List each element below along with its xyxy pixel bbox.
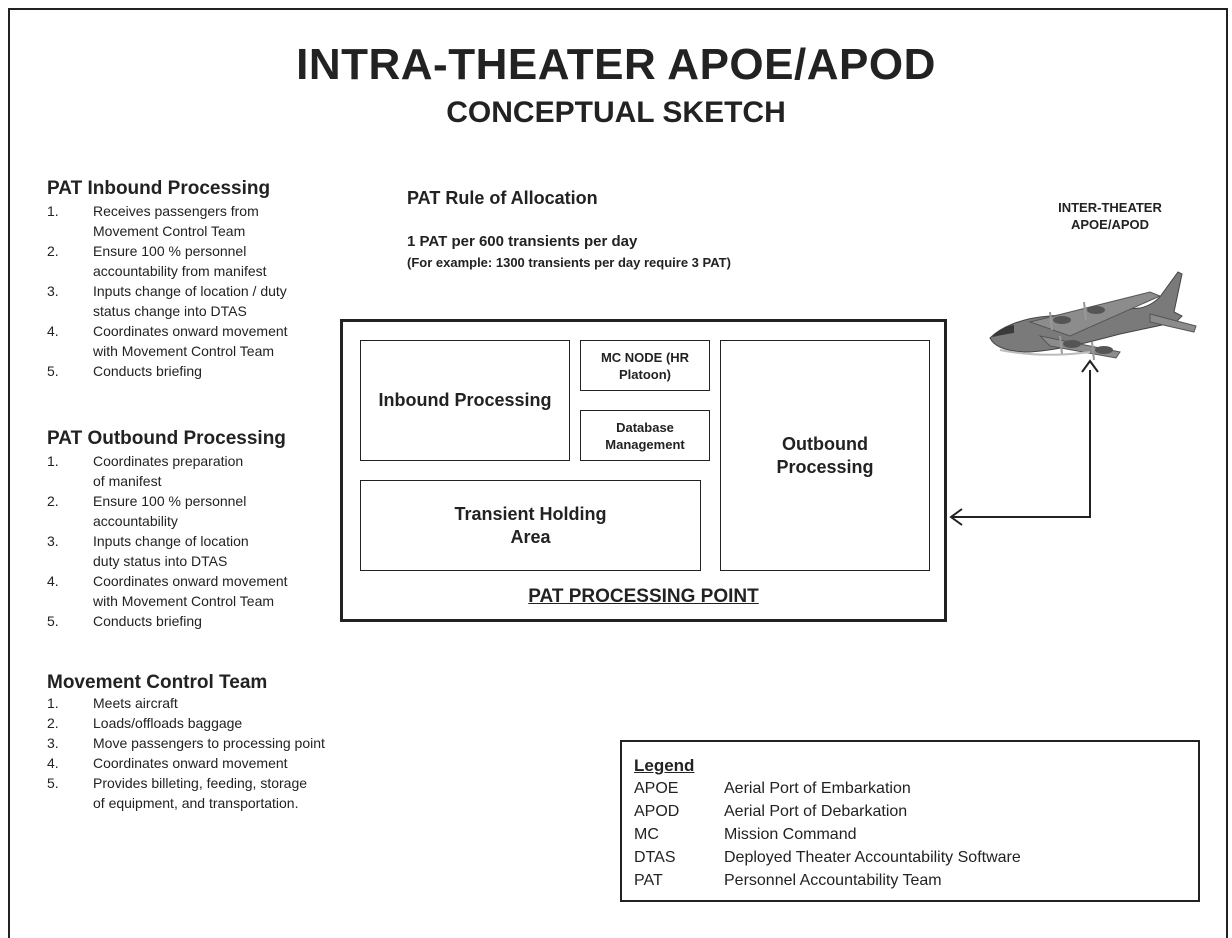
list-item: 4.Coordinates onward movement: [47, 755, 288, 771]
arrow-up-icon: [1081, 359, 1099, 373]
list-item: 3.Move passengers to processing point: [47, 735, 325, 751]
rule-line-2: (For example: 1300 transients per day re…: [407, 255, 731, 270]
outbound-heading: PAT Outbound Processing: [47, 428, 286, 449]
arrow-left-icon: [949, 508, 963, 526]
page-title: INTRA-THEATER APOE/APOD: [296, 40, 936, 89]
connector-line: [952, 370, 1091, 518]
cargo-aircraft-icon: [989, 271, 1197, 361]
page-frame: [8, 8, 1228, 938]
legend-heading: Legend: [634, 756, 695, 775]
mct-heading: Movement Control Team: [47, 672, 268, 693]
outbound-processing-box: Outbound Processing: [720, 340, 930, 571]
page-subtitle: CONCEPTUAL SKETCH: [446, 96, 786, 129]
pat-processing-point-box: [340, 319, 947, 622]
pat-processing-point-label: PAT PROCESSING POINT: [528, 586, 759, 607]
transient-holding-area-box: Transient Holding Area: [360, 480, 701, 571]
database-management-box: Database Management: [580, 410, 710, 461]
list-item: 1.Meets aircraft: [47, 695, 178, 711]
inbound-heading: PAT Inbound Processing: [47, 178, 271, 199]
rule-line-1: 1 PAT per 600 transients per day: [407, 233, 638, 250]
rule-heading: PAT Rule of Allocation: [407, 188, 598, 208]
list-item: 5.Conducts briefing: [47, 363, 202, 379]
inter-theater-label: INTER-THEATER APOE/APOD: [1058, 200, 1162, 232]
mc-node-box: MC NODE (HR Platoon): [580, 340, 710, 391]
mct-list: 1.Meets aircraft 2.Loads/offloads baggag…: [47, 693, 377, 813]
list-item: 2.Loads/offloads baggage: [47, 715, 243, 731]
list-item: 5.Conducts briefing: [47, 613, 202, 629]
inbound-processing-box: Inbound Processing: [360, 340, 570, 461]
